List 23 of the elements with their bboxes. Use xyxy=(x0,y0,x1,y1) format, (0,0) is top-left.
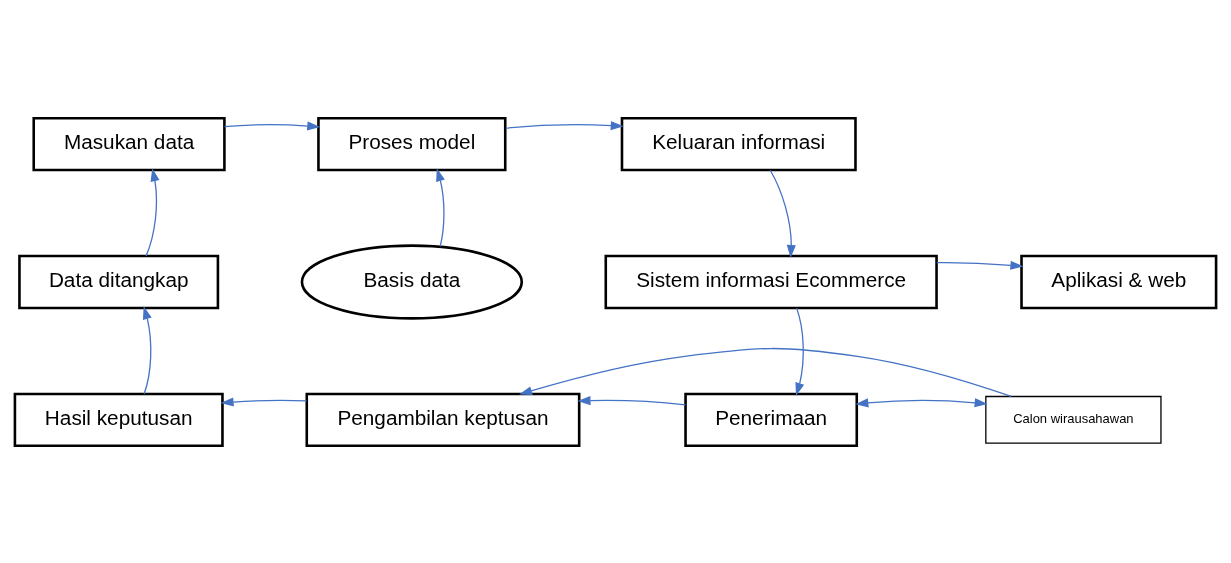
arrow xyxy=(436,167,445,247)
node-ellipse: Basis data xyxy=(300,243,524,320)
node-box: Calon wirausahawan xyxy=(985,395,1162,444)
arrow xyxy=(142,305,152,395)
node-box: Keluaran informasi xyxy=(620,116,857,171)
node-box: Data ditangkap xyxy=(18,254,220,309)
arrow xyxy=(577,395,687,405)
arrow xyxy=(936,260,1024,270)
node-box: Pengambilan keptusan xyxy=(305,392,581,447)
arrow xyxy=(220,397,308,407)
node-box: Aplikasi & web xyxy=(1020,254,1218,309)
arrow xyxy=(145,167,160,257)
arrow xyxy=(505,120,624,130)
arrow xyxy=(519,347,1012,397)
arrow xyxy=(795,306,805,396)
arrow xyxy=(769,169,796,258)
node-box: Hasil keputusan xyxy=(13,392,224,447)
arrow xyxy=(223,120,321,131)
node-box: Masukan data xyxy=(32,116,226,171)
node-box: Proses model xyxy=(317,116,507,171)
arrow xyxy=(855,397,988,407)
node-box: Penerimaan xyxy=(684,392,859,447)
node-box: Sistem informasi Ecommerce xyxy=(604,254,938,309)
